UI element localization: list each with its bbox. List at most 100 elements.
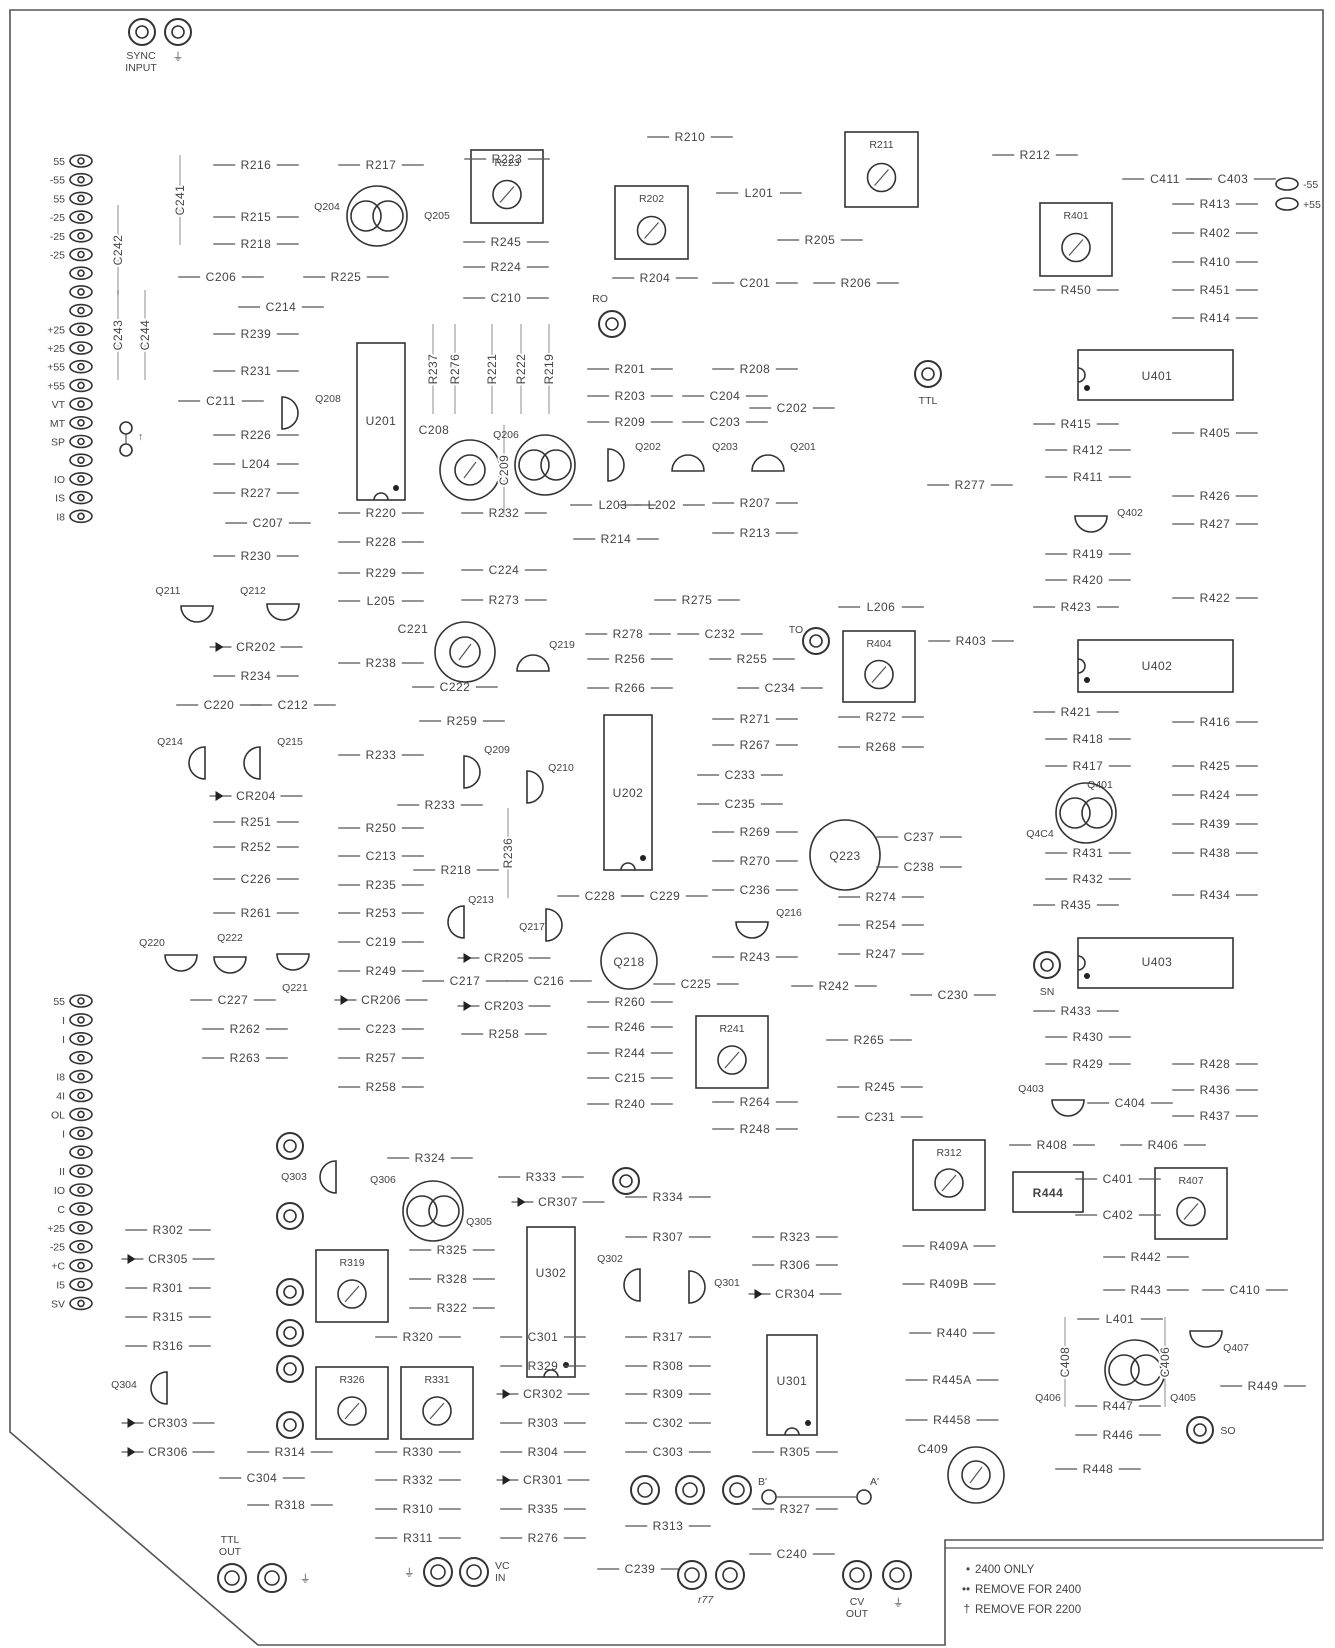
dual-label-b: Q305 <box>466 1216 492 1228</box>
transistor-label: Q212 <box>240 585 266 597</box>
component-label: R403 <box>956 634 987 648</box>
component-label: L203 <box>599 498 628 512</box>
pin-pad <box>69 1258 93 1273</box>
chip-label: U302 <box>536 1266 567 1280</box>
vertical-component-label: R276 <box>448 354 462 385</box>
component-label: C223 <box>366 1022 397 1036</box>
component-label: R271 <box>740 712 771 726</box>
pin-pad <box>69 1032 93 1046</box>
component-label: R275 <box>682 593 713 607</box>
pin-pad <box>69 341 93 355</box>
component-label: R269 <box>740 825 771 839</box>
component-label: C217 <box>450 974 481 988</box>
pin-hole <box>77 213 85 221</box>
component-label: R430 <box>1073 1030 1104 1044</box>
transistor-label: Q213 <box>468 894 494 906</box>
pin-hole <box>77 475 85 483</box>
component-label: R412 <box>1073 443 1104 457</box>
component-label: R419 <box>1073 547 1104 561</box>
component-label: R207 <box>740 496 771 510</box>
board-outline <box>9 9 1324 1646</box>
component-label: R443 <box>1131 1283 1162 1297</box>
component-label: C240 <box>777 1547 808 1561</box>
component-label: C235 <box>725 797 756 811</box>
component-label: R224 <box>491 260 522 274</box>
ground-icon: ⏚ <box>173 51 184 63</box>
transistor <box>188 746 206 780</box>
pin-label: 55 <box>53 193 65 205</box>
vertical-component-label: C243 <box>111 320 125 351</box>
component-label: R245 <box>865 1080 896 1094</box>
dual-label-a: Q401 <box>1087 779 1113 791</box>
right-supply-pins: -55 +55 <box>1275 177 1321 211</box>
vertical-component-label: C408 <box>1058 1347 1072 1378</box>
pot-label: R211 <box>869 139 893 151</box>
pin-label: I <box>62 1015 65 1027</box>
pin-hole <box>77 997 85 1005</box>
component-label: R323 <box>780 1230 811 1244</box>
pin-hole <box>77 1129 85 1138</box>
component-label: C411 <box>1150 172 1180 186</box>
component-label: C404 <box>1115 1096 1146 1110</box>
pin-pad <box>69 322 93 337</box>
component-label: C220 <box>204 698 235 712</box>
component-label: R206 <box>841 276 872 290</box>
pin-label: IO <box>54 1185 65 1197</box>
transistor <box>1189 1330 1223 1348</box>
chip-label: U401 <box>1142 369 1173 383</box>
component-label: R274 <box>866 890 897 904</box>
pin-pad <box>69 1107 93 1122</box>
pot-knob <box>1061 232 1091 263</box>
component-label: C401 <box>1103 1172 1134 1186</box>
pin-hole <box>77 232 85 240</box>
pin-label: -25 <box>50 212 65 224</box>
component-label: R278 <box>613 627 644 641</box>
component-label: R243 <box>740 950 771 964</box>
pot-label: R404 <box>866 638 891 650</box>
pin-pad <box>69 359 93 374</box>
component-label: R313 <box>653 1519 684 1533</box>
component-label: R442 <box>1131 1250 1162 1264</box>
pot-label: R407 <box>1178 1175 1203 1187</box>
pin-pad <box>69 1239 93 1254</box>
pot-slot <box>344 1285 360 1303</box>
pin-pad <box>69 1221 93 1235</box>
component-label: C203 <box>710 415 741 429</box>
r444-label: R444 <box>1033 1186 1064 1200</box>
transistor-label: Q407 <box>1223 1342 1249 1354</box>
pin-hole <box>77 512 85 521</box>
diode-icon <box>463 1001 472 1011</box>
dual-label-a: Q204 <box>314 201 340 213</box>
component-label: C219 <box>366 935 397 949</box>
pot-knob <box>337 1396 367 1426</box>
dual-label-b: Q405 <box>1170 1392 1196 1404</box>
component-label: C301 <box>528 1330 559 1344</box>
note-text-2: REMOVE FOR 2400 <box>975 1584 1081 1596</box>
trim-pot <box>470 149 544 224</box>
pin-label: -25 <box>50 250 65 262</box>
pot-knob <box>492 179 522 210</box>
component-label: R305 <box>780 1445 811 1459</box>
pot-knob <box>864 659 894 690</box>
notes-box: • 2400 ONLY •• REMOVE FOR 2400 † REMOVE … <box>945 1547 1323 1616</box>
chip-notch <box>784 1427 800 1436</box>
transistor <box>671 454 705 472</box>
pin-hole <box>77 1072 85 1081</box>
component-label: R218 <box>441 863 472 877</box>
test-point-hole <box>1040 958 1054 972</box>
pot-slot <box>429 1402 445 1420</box>
component-label: R204 <box>640 271 671 285</box>
vertical-component-label: C244 <box>138 320 152 351</box>
component-label: R307 <box>653 1230 684 1244</box>
note-bullet-1: • <box>966 1564 970 1576</box>
pin-hole <box>77 1110 85 1119</box>
round-component <box>439 439 501 501</box>
component-label: R424 <box>1200 788 1231 802</box>
diode-icon <box>127 1418 136 1428</box>
ic-chip <box>603 714 653 871</box>
component-label: R248 <box>740 1122 771 1136</box>
component-label: R253 <box>366 906 397 920</box>
component-label: R227 <box>241 486 272 500</box>
test-point <box>914 360 942 388</box>
